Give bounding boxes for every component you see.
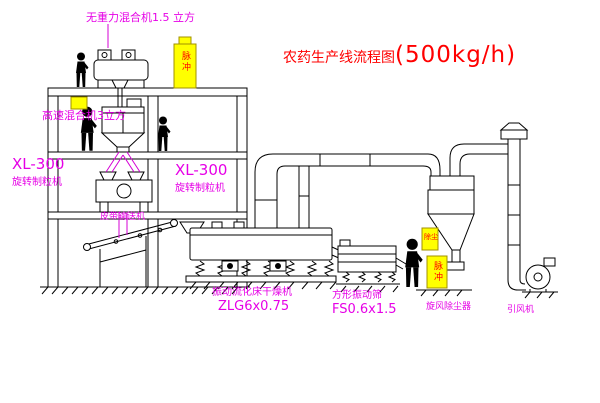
control-cabinet-small [421, 227, 439, 251]
transfer-chutes [105, 24, 141, 238]
cabinet-top-text: 脉冲 [180, 51, 190, 73]
label-belt-conveyor: 皮带输送机 [100, 212, 146, 222]
cyclone-separator [427, 175, 475, 271]
cabinet-small-text: 除尘 [424, 233, 438, 241]
title-capacity: (500kg/h) [395, 42, 517, 68]
label-induced-draft-fan: 引风机 [507, 305, 535, 315]
control-cabinet-top [173, 36, 197, 89]
label-granulator-left-name: 旋转制粒机 [12, 177, 62, 188]
label-high-speed-mixer: 高速混合机3立方 [42, 109, 126, 122]
dryer-base-frame [185, 275, 337, 290]
exhaust-stack [499, 122, 529, 291]
diagram-title: 农药生产线流程图 (500kg/h) [283, 42, 516, 68]
control-cabinet-floor2 [70, 96, 88, 110]
control-cabinet-group [421, 227, 448, 289]
belt-conveyor [83, 219, 178, 287]
label-gravity-mixer: 无重力混合机1.5 立方 [86, 11, 195, 24]
label-cyclone: 旋风除尘器 [426, 302, 472, 312]
cyclone-outlet-pipe [449, 143, 508, 176]
dryer-vibration-motors [221, 260, 287, 272]
exhaust-duct [254, 153, 441, 228]
label-vibrating-screen: 方形振动筛 [332, 290, 382, 301]
label-granulator-left-model: XL-300 [12, 155, 65, 173]
vibrating-screen [337, 239, 407, 273]
cabinet-bottom-text: 脉冲 [432, 261, 442, 283]
screen-springs [336, 271, 400, 293]
operator-ground-floor [405, 238, 423, 287]
label-vibrating-screen-model: FS0.6x1.5 [332, 302, 397, 317]
rotary-granulator [95, 171, 153, 213]
label-granulator-right-model: XL-300 [175, 161, 228, 179]
operator-top-floor [76, 52, 89, 87]
control-cabinet-bottom [426, 255, 448, 289]
label-fluid-bed-dryer-model: ZLG6x0.75 [218, 299, 290, 314]
dryer-vibration-springs [194, 260, 335, 277]
fluid-bed-dryer [189, 221, 346, 261]
gravity-mixer [93, 49, 149, 89]
label-granulator-right-name: 旋转制粒机 [175, 183, 225, 194]
operator-second-floor-right [158, 116, 171, 151]
stack-rain-cap [500, 129, 528, 140]
induced-draft-fan [525, 257, 556, 292]
label-fluid-bed-dryer: 振动流化床干燥机 [212, 287, 292, 298]
ground-hatching [40, 286, 558, 299]
title-text: 农药生产线流程图 [283, 50, 395, 66]
high-speed-mixer [100, 98, 146, 153]
